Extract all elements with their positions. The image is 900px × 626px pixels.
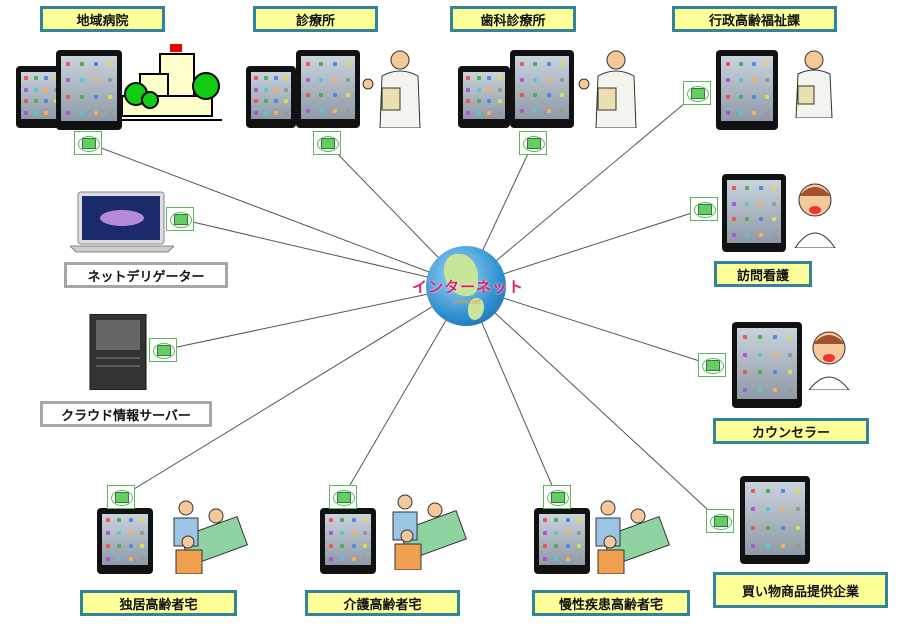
label-care-elderly-home: 介護高齢者宅 — [305, 590, 460, 616]
network-node-icon — [313, 131, 341, 155]
tablet-icon — [716, 50, 778, 130]
tablet-icon — [722, 174, 786, 252]
label-counselor: カウンセラー — [713, 418, 869, 444]
hospital-building-icon — [122, 44, 222, 121]
server-icon — [89, 314, 147, 390]
doctor-icon — [362, 50, 421, 128]
laptop-icon — [70, 191, 174, 253]
tablet-icon — [732, 322, 802, 408]
tablet-icon — [246, 66, 296, 128]
counselor-nurse-icon — [808, 331, 850, 390]
label-shopping-provider: 買い物商品提供企業 — [713, 572, 888, 608]
connection-line — [465, 208, 705, 287]
network-node-icon — [519, 131, 547, 155]
patient-bed-icon — [173, 500, 248, 574]
label-chronic-elderly-home: 慢性疾患高齢者宅 — [532, 590, 690, 616]
tablet-icon — [97, 508, 153, 574]
label-regional-hospital: 地域病院 — [40, 6, 165, 32]
nurse-icon — [794, 183, 836, 248]
connection-line — [162, 285, 467, 351]
internet-label: インターネット — [411, 278, 524, 296]
connection-line — [87, 142, 467, 287]
dentist-icon — [578, 50, 637, 128]
network-node-icon — [329, 485, 357, 509]
network-node-icon — [683, 81, 711, 105]
network-node-icon — [107, 485, 135, 509]
connection-line — [120, 285, 467, 498]
tablet-icon — [296, 50, 360, 128]
label-cloud-server: クラウド情報サーバー — [40, 401, 212, 427]
network-node-icon — [690, 197, 718, 221]
connection-line — [342, 285, 467, 498]
official-icon — [795, 50, 833, 118]
network-node-icon — [74, 131, 102, 155]
tablet-icon — [740, 476, 810, 564]
connection-line — [465, 92, 698, 287]
globe-icon — [426, 246, 506, 326]
tablet-icon — [534, 508, 590, 574]
network-node-icon — [543, 485, 571, 509]
tablet-icon — [458, 66, 510, 128]
chronic-patient-bed-icon — [595, 500, 670, 574]
network-node-icon — [706, 509, 734, 533]
caregiver-bed-icon — [392, 494, 467, 570]
tablet-icon — [56, 50, 122, 130]
label-net-delegator: ネットデリゲーター — [64, 262, 228, 288]
tablet-icon — [510, 50, 574, 128]
connection-line — [465, 285, 721, 522]
label-dental-clinic: 歯科診療所 — [450, 6, 576, 32]
network-node-icon — [698, 353, 726, 377]
label-elderly-welfare-office: 行政高齢福祉課 — [672, 6, 837, 32]
label-home-nursing: 訪問看護 — [714, 261, 812, 287]
internet-sublabel: internet — [453, 298, 481, 306]
connection-line — [465, 285, 713, 366]
connection-line — [179, 218, 467, 287]
tablet-icon — [320, 508, 376, 574]
label-clinic: 診療所 — [253, 6, 378, 32]
network-node-icon — [166, 207, 194, 231]
label-single-elderly-home: 独居高齢者宅 — [80, 590, 237, 616]
network-node-icon — [149, 338, 177, 362]
